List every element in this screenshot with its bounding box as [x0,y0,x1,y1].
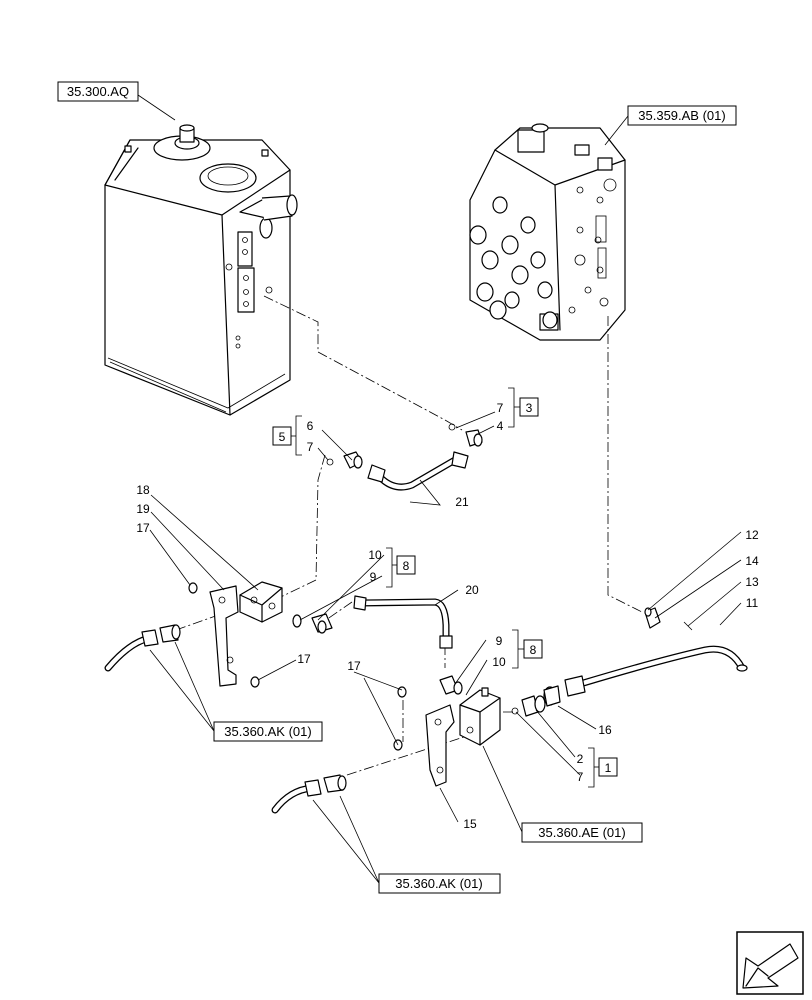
part-7-kit3: 7 [497,401,504,415]
hydraulic-tank [104,124,298,416]
reference-hose-bottom-text: 35.360.AK (01) [395,876,482,891]
part-numbers: 7 4 6 7 21 18 19 17 10 9 20 17 9 10 17 1… [136,401,759,831]
kit-box-3-text: 3 [526,401,533,415]
part-17-mid: 17 [347,659,361,673]
part-13: 13 [745,575,759,589]
part-6: 6 [307,419,314,433]
hose-11 [543,607,748,707]
part-9-lower: 9 [496,634,503,648]
part-15: 15 [463,817,477,831]
reference-hose-left-text: 35.360.AK (01) [224,724,311,739]
part-17-left: 17 [136,521,150,535]
part-11: 11 [746,596,759,610]
spool-stack [469,196,558,329]
group-brackets [291,387,599,788]
kit-box-8-lower-text: 8 [530,643,537,657]
hose-20 [311,595,453,649]
part-16: 16 [598,723,612,737]
hose-21 [326,423,483,491]
reference-control-valve-text: 35.359.AB (01) [638,108,725,123]
part-18: 18 [136,483,150,497]
reference-hose-left[interactable]: 35.360.AK (01) [213,721,323,742]
part-17-left-lower: 17 [297,652,311,666]
part-9-upper: 9 [370,570,377,584]
bottom-hose-ends [271,774,347,814]
kit-box-5-text: 5 [279,430,286,444]
part-7-kit1: 7 [577,770,584,784]
part-4: 4 [497,419,504,433]
control-valve-assembly [469,123,626,341]
part-10-lower: 10 [492,655,506,669]
leader-lines [137,94,742,884]
valve-ports [568,178,617,314]
reference-valve-block[interactable]: 35.360.AE (01) [521,822,643,843]
left-valve-block [188,581,302,688]
part-19: 19 [136,502,150,516]
part-14: 14 [745,554,759,568]
kit-box-1[interactable]: 1 [598,757,618,777]
part-7-kit5: 7 [307,440,314,454]
kit-box-8-upper[interactable]: 8 [396,555,416,575]
reference-valve-block-text: 35.360.AE (01) [538,825,625,840]
reference-control-valve[interactable]: 35.359.AB (01) [627,105,737,126]
part-10-upper: 10 [368,548,382,562]
kit-box-1-text: 1 [605,761,612,775]
kit-box-8-lower[interactable]: 8 [523,639,543,659]
part-20: 20 [465,583,479,597]
kit-box-8-upper-text: 8 [403,559,410,573]
left-hose-ends [104,624,181,672]
reference-tank[interactable]: 35.300.AQ [57,81,139,102]
part-2: 2 [577,752,584,766]
right-valve-block [393,675,546,787]
reference-tank-text: 35.300.AQ [67,84,129,99]
arrow-next-page-icon[interactable] [736,931,804,995]
reference-hose-bottom[interactable]: 35.360.AK (01) [378,873,501,894]
kit-box-5[interactable]: 5 [272,426,292,446]
part-21: 21 [455,495,469,509]
routing-lines [175,295,643,776]
part-12: 12 [745,528,759,542]
kit-box-3[interactable]: 3 [519,397,539,417]
